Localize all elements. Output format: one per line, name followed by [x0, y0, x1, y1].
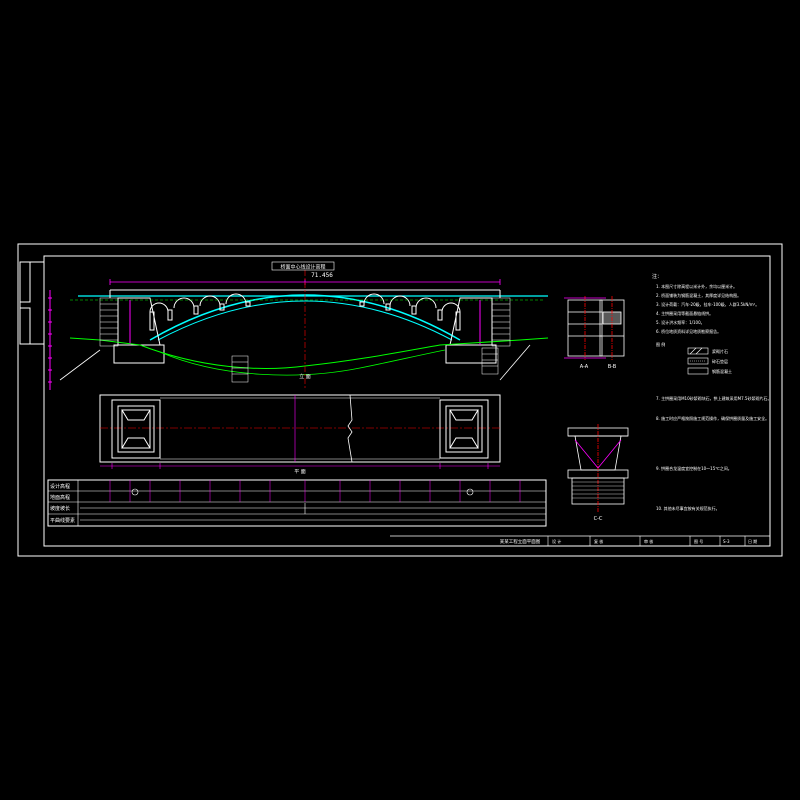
plan-abutment-right — [439, 399, 489, 459]
title-field: 图 号 — [694, 538, 703, 544]
note-item: 1. 本图尺寸除高程以米计外，余均以厘米计。 — [656, 283, 737, 289]
table-row-label: 地面高程 — [50, 494, 70, 501]
section-bb-title: B-B — [608, 364, 617, 370]
title-field: 复 核 — [594, 538, 603, 544]
table-row-label: 平曲线要素 — [50, 517, 75, 524]
elevation-scale — [48, 290, 52, 390]
plan-view: 平 面 — [99, 394, 501, 475]
legend-item: 浆砌片石 — [712, 348, 728, 354]
section-aa — [564, 296, 606, 360]
drawing-title: 某某工程立面平面图 — [500, 538, 541, 545]
note-item: 5. 设计洪水频率：1/100。 — [656, 319, 705, 325]
drawing-frame — [17, 243, 783, 557]
title-field: 日 期 — [748, 538, 757, 544]
sheet-number: S-3 — [723, 539, 730, 544]
section-aa-title: A-A — [580, 364, 589, 370]
elevation-top-label: 桥面中心线设计高程 — [280, 264, 325, 271]
legend-item: 钢筋混凝土 — [712, 368, 732, 374]
abutment-right — [445, 297, 497, 364]
legend-title: 图 例 — [656, 341, 665, 347]
elevation-view: 桥面中心线设计高程 71.456 立 面 — [48, 261, 549, 390]
legend-item: 碎石垫层 — [712, 358, 728, 364]
note-item: 6. 桥位地质资料详见地质勘察报告。 — [656, 328, 721, 334]
note-item: 7. 主拱圈采用M10砂浆砌块石，拱上建筑采用M7.5砂浆砌片石。 — [656, 395, 771, 401]
section-bb — [599, 296, 625, 360]
left-margin-stamps — [19, 261, 45, 345]
plan-view-title: 平 面 — [294, 469, 306, 475]
title-field: 设 计 — [552, 538, 561, 544]
spandrel-arches-right — [359, 293, 461, 331]
elevation-view-title: 立 面 — [299, 373, 311, 380]
note-item: 2. 桥面铺装为钢筋混凝土，其厚度详见结构图。 — [656, 292, 741, 298]
note-item: 10. 其他未尽事宜按有关规范执行。 — [656, 505, 720, 511]
riverbed-line — [159, 349, 446, 376]
note-item: 4. 主拱圈采用等截面悬链线拱。 — [656, 310, 713, 316]
main-arch-inner — [157, 300, 453, 341]
elevation-top-value: 71.456 — [311, 272, 333, 279]
rock-hatch — [99, 297, 511, 383]
section-cc — [567, 424, 629, 512]
note-item: 9. 拱圈合龙温度宜控制在10～15℃之间。 — [656, 465, 732, 471]
section-cc-title: C-C — [594, 516, 603, 522]
notes-block: 注： 1. 本图尺寸除高程以米计外，余均以厘米计。 2. 桥面铺装为钢筋混凝土，… — [652, 273, 771, 511]
plan-abutment-left — [111, 399, 161, 459]
title-block: 某某工程立面平面图 设 计 复 核 审 核 图 号 S-3 日 期 — [390, 535, 770, 547]
title-field: 审 核 — [644, 538, 653, 544]
table-row-label: 设计高程 — [50, 483, 70, 490]
table-row-label: 坡度坡长 — [50, 505, 70, 512]
abutment-left — [113, 297, 165, 364]
notes-title: 注： — [652, 273, 662, 280]
note-item: 8. 施工时应严格按照施工规范操作，确保拱圈质量及施工安全。 — [656, 415, 769, 421]
note-item: 3. 设计荷载：汽车-20级，挂车-100级，人群3.5kN/m²。 — [656, 301, 759, 307]
spandrel-arches-left — [149, 293, 251, 331]
profile-table: 设计高程 地面高程 坡度坡长 平曲线要素 — [47, 479, 547, 527]
ground-line — [69, 337, 549, 369]
